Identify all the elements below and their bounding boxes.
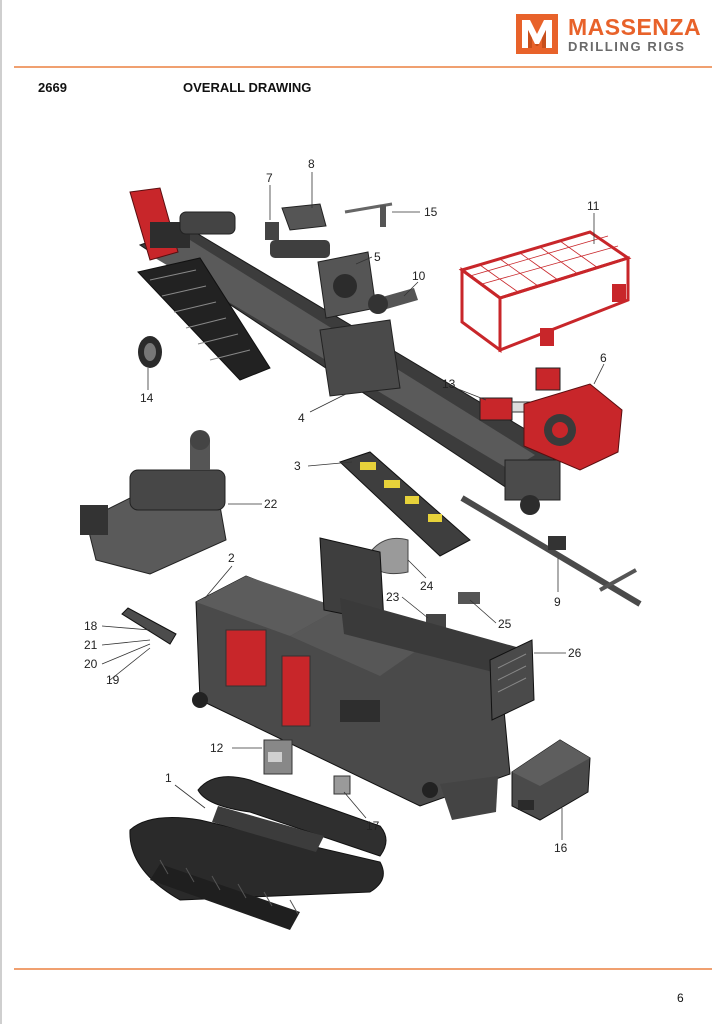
mast-assembly <box>129 187 561 515</box>
callout-5: 5 <box>374 250 381 264</box>
callout-16: 16 <box>554 841 568 855</box>
header-rule <box>14 66 712 68</box>
callout-6: 6 <box>600 351 607 365</box>
shaft-10 <box>368 288 418 314</box>
callout-11: 11 <box>587 199 600 213</box>
callout-8: 8 <box>308 157 315 171</box>
footer-rule <box>14 968 712 970</box>
box-12 <box>263 739 293 775</box>
frame-3 <box>339 451 471 557</box>
callout-20: 20 <box>84 657 98 671</box>
callout-7: 7 <box>266 171 273 185</box>
callout-17: 17 <box>366 819 380 833</box>
callout-9: 9 <box>554 595 561 609</box>
bar-18 <box>121 607 177 645</box>
page-edge-line <box>0 0 2 1024</box>
callout-1: 1 <box>165 771 172 785</box>
page-number: 6 <box>677 991 684 1005</box>
callout-25: 25 <box>498 617 512 631</box>
callout-15: 15 <box>424 205 438 219</box>
tank-16 <box>511 739 591 821</box>
clamp-13 <box>479 367 561 421</box>
callout-24: 24 <box>420 579 434 593</box>
fittings-7-8 <box>265 203 330 258</box>
block-17 <box>333 775 351 795</box>
panel-26 <box>489 639 535 721</box>
callout-14: 14 <box>140 391 154 405</box>
callout-26: 26 <box>568 646 582 660</box>
leader-lines <box>101 172 605 840</box>
brand-name: MASSENZA <box>568 14 702 40</box>
callout-10: 10 <box>412 269 426 283</box>
massenza-m-logo-icon <box>516 14 558 54</box>
callout-2: 2 <box>228 551 235 565</box>
valves-23-25 <box>426 592 480 628</box>
callout-labels: 1 2 3 4 5 6 7 8 9 10 11 12 13 14 15 16 1… <box>84 157 607 855</box>
drawing-title: OVERALL DRAWING <box>183 80 312 95</box>
callout-12: 12 <box>210 741 224 755</box>
callout-21: 21 <box>84 638 98 652</box>
brand-subtitle: DRILLING RIGS <box>568 39 686 54</box>
vise-6 <box>523 383 623 471</box>
callout-4: 4 <box>298 411 305 425</box>
power-unit-22 <box>80 430 227 575</box>
cage-11 <box>458 230 632 353</box>
callout-23: 23 <box>386 590 400 604</box>
callout-19: 19 <box>106 673 120 687</box>
callout-22: 22 <box>264 497 278 511</box>
pin-15 <box>344 202 393 227</box>
pipe-9 <box>460 495 642 607</box>
undercarriage-1 <box>129 776 387 930</box>
drawing-code: 2669 <box>38 80 67 95</box>
callout-13: 13 <box>442 377 456 391</box>
callout-3: 3 <box>294 459 301 473</box>
callout-18: 18 <box>84 619 98 633</box>
massenza-logo: MASSENZA DRILLING RIGS <box>514 12 714 58</box>
main-body-2 <box>192 537 524 820</box>
